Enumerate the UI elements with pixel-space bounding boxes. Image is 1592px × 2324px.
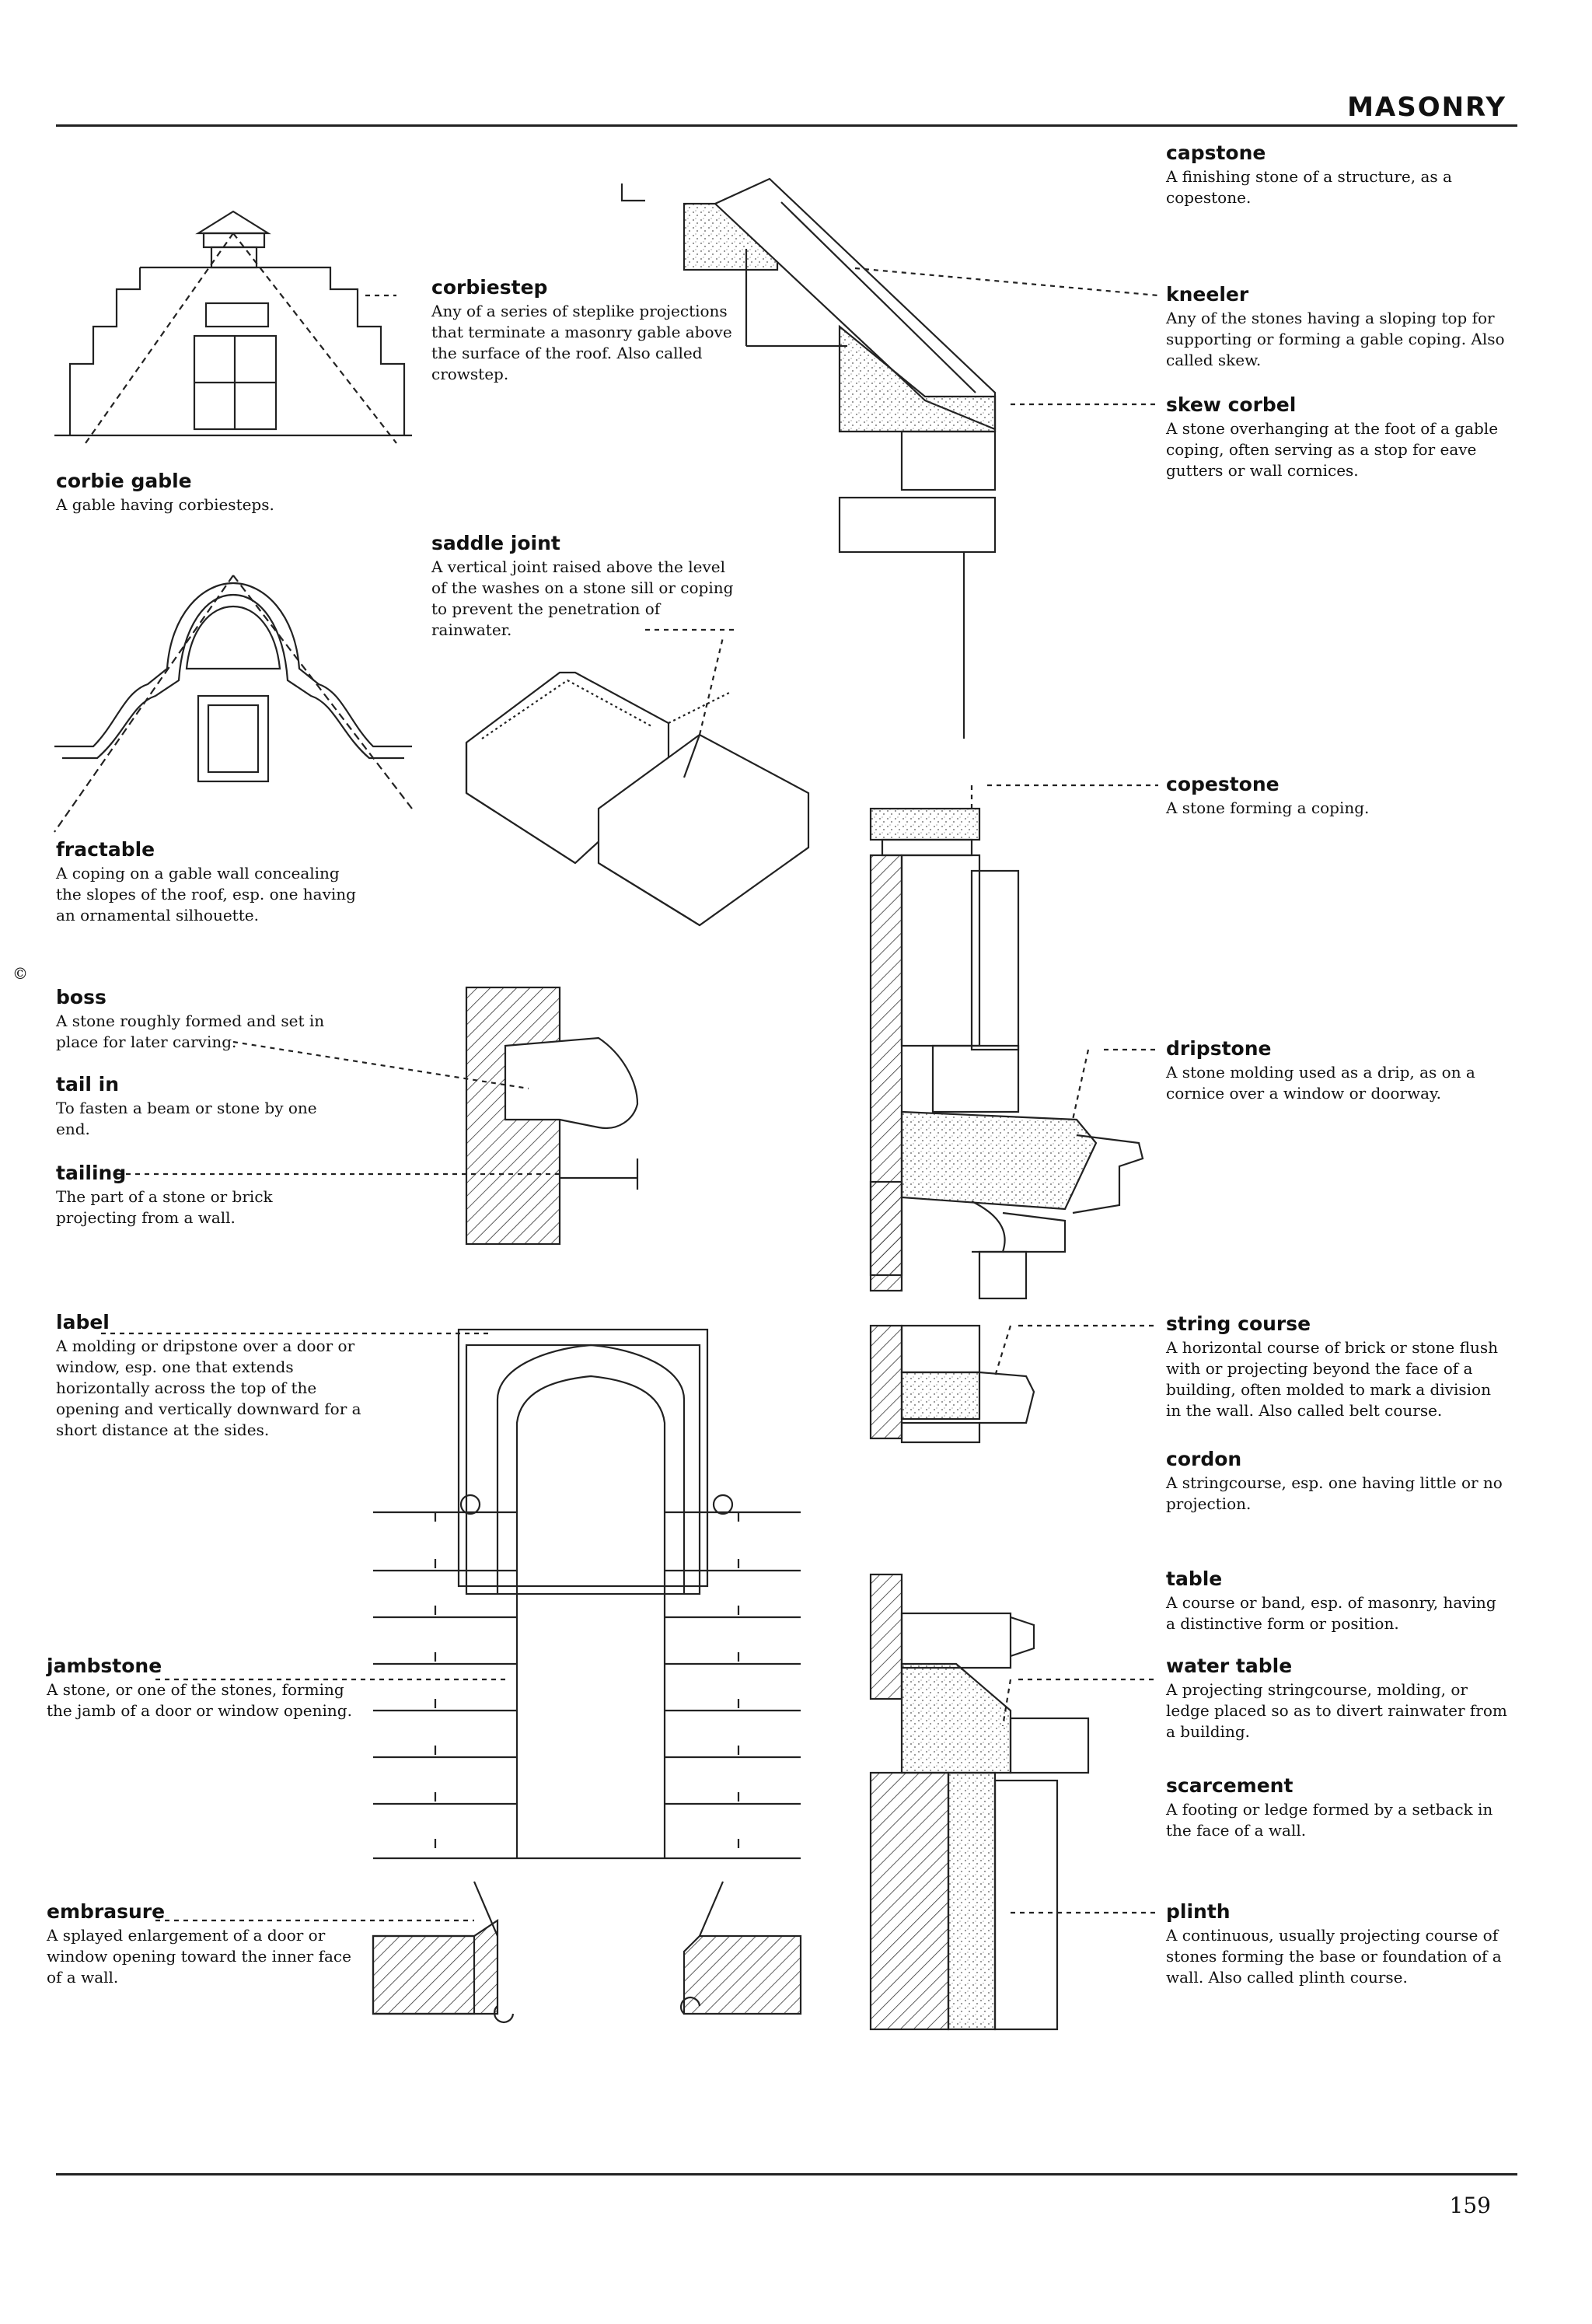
def-copestone: A stone forming a coping.: [1166, 799, 1370, 817]
term-boss: boss: [56, 986, 106, 1008]
header-rule: [56, 124, 1517, 127]
term-label: label: [56, 1311, 110, 1333]
term-string-course: string course: [1166, 1312, 1311, 1335]
entry-water-table: water table A projecting stringcourse, m…: [1166, 1655, 1508, 1742]
def-water-table: A projecting stringcourse, molding, or l…: [1166, 1680, 1507, 1741]
term-dripstone: dripstone: [1166, 1037, 1272, 1060]
def-corbiestep: Any of a series of steplike projections …: [431, 302, 732, 383]
term-water-table: water table: [1166, 1655, 1293, 1677]
doorway-drawing: [101, 1328, 801, 1860]
copyright-mark: ©: [12, 964, 28, 983]
entry-skew-corbel: skew corbel A stone overhanging at the f…: [1166, 393, 1508, 481]
gable-coping-drawing: [620, 177, 1159, 739]
term-capstone: capstone: [1166, 142, 1266, 164]
section-title: MASONRY: [1347, 92, 1506, 123]
term-fractable: fractable: [56, 838, 155, 861]
entry-embrasure: embrasure A splayed enlargement of a doo…: [47, 1900, 358, 1988]
entry-boss: boss A stone roughly formed and set in p…: [56, 986, 336, 1053]
def-skew-corbel: A stone overhanging at the foot of a gab…: [1166, 419, 1499, 480]
entry-cordon: cordon A stringcourse, esp. one having l…: [1166, 1448, 1508, 1515]
def-embrasure: A splayed enlargement of a door or windo…: [47, 1926, 351, 1987]
entry-plinth: plinth A continuous, usually projecting …: [1166, 1900, 1508, 1988]
string-course-drawing: [869, 1324, 1035, 1444]
boss-drawing: [117, 986, 639, 1246]
def-kneeler: Any of the stones having a sloping top f…: [1166, 309, 1505, 369]
def-cordon: A stringcourse, esp. one having little o…: [1166, 1473, 1503, 1513]
def-jambstone: A stone, or one of the stones, forming t…: [47, 1680, 352, 1720]
term-tail-in: tail in: [56, 1073, 120, 1096]
def-fractable: A coping on a gable wall concealing the …: [56, 864, 356, 924]
def-table: A course or band, esp. of masonry, havin…: [1166, 1593, 1496, 1633]
def-capstone: A finishing stone of a structure, as a c…: [1166, 167, 1452, 207]
def-plinth: A continuous, usually projecting course …: [1166, 1926, 1502, 1987]
term-jambstone: jambstone: [47, 1655, 162, 1677]
term-scarcement: scarcement: [1166, 1774, 1294, 1797]
entry-table: table A course or band, esp. of masonry,…: [1166, 1567, 1508, 1634]
entry-string-course: string course A horizontal course of bri…: [1166, 1312, 1508, 1421]
entry-tailing: tailing The part of a stone or brick pro…: [56, 1162, 336, 1228]
entry-capstone: capstone A finishing stone of a structur…: [1166, 142, 1516, 208]
def-tailing: The part of a stone or brick projecting …: [56, 1187, 273, 1227]
term-saddle-joint: saddle joint: [431, 532, 560, 554]
term-plinth: plinth: [1166, 1900, 1231, 1923]
entry-corbie-gable: corbie gable A gable having corbiesteps.: [56, 470, 351, 515]
def-scarcement: A footing or ledge formed by a setback i…: [1166, 1800, 1493, 1840]
entry-tail-in: tail in To fasten a beam or stone by one…: [56, 1073, 336, 1140]
term-kneeler: kneeler: [1166, 283, 1249, 306]
corbie-gable-drawing: [54, 210, 412, 444]
entry-dripstone: dripstone A stone molding used as a drip…: [1166, 1037, 1508, 1104]
footer-rule: [56, 2173, 1517, 2175]
entry-kneeler: kneeler Any of the stones having a slopi…: [1166, 283, 1516, 371]
term-embrasure: embrasure: [47, 1900, 166, 1923]
entry-corbiestep: corbiestep Any of a series of steplike p…: [431, 276, 735, 385]
water-table-drawing: [869, 1573, 1090, 2031]
entry-jambstone: jambstone A stone, or one of the stones,…: [47, 1655, 358, 1721]
def-saddle-joint: A vertical joint raised above the level …: [431, 557, 734, 639]
embrasure-drawing: [155, 1881, 802, 2023]
def-corbie-gable: A gable having corbiesteps.: [56, 495, 274, 514]
entry-scarcement: scarcement A footing or ledge formed by …: [1166, 1774, 1508, 1841]
fractable-drawing: [54, 575, 413, 833]
term-copestone: copestone: [1166, 773, 1280, 795]
entry-copestone: copestone A stone forming a coping.: [1166, 773, 1508, 819]
term-corbie-gable: corbie gable: [56, 470, 192, 492]
term-cordon: cordon: [1166, 1448, 1242, 1470]
def-tail-in: To fasten a beam or stone by one end.: [56, 1099, 317, 1138]
def-label: A molding or dripstone over a door or wi…: [56, 1337, 361, 1439]
term-corbiestep: corbiestep: [431, 276, 548, 299]
term-skew-corbel: skew corbel: [1166, 393, 1297, 416]
def-string-course: A horizontal course of brick or stone fl…: [1166, 1338, 1498, 1420]
saddle-joint-drawing: [465, 637, 810, 927]
entry-saddle-joint: saddle joint A vertical joint raised abo…: [431, 532, 742, 641]
def-dripstone: A stone molding used as a drip, as on a …: [1166, 1063, 1475, 1103]
term-table: table: [1166, 1567, 1223, 1590]
entry-label: label A molding or dripstone over a door…: [56, 1311, 367, 1441]
wall-section-drawing: [869, 807, 1144, 1300]
page-number: 159: [1449, 2193, 1491, 2218]
term-tailing: tailing: [56, 1162, 127, 1184]
entry-fractable: fractable A coping on a gable wall conce…: [56, 838, 367, 926]
def-boss: A stone roughly formed and set in place …: [56, 1012, 325, 1051]
